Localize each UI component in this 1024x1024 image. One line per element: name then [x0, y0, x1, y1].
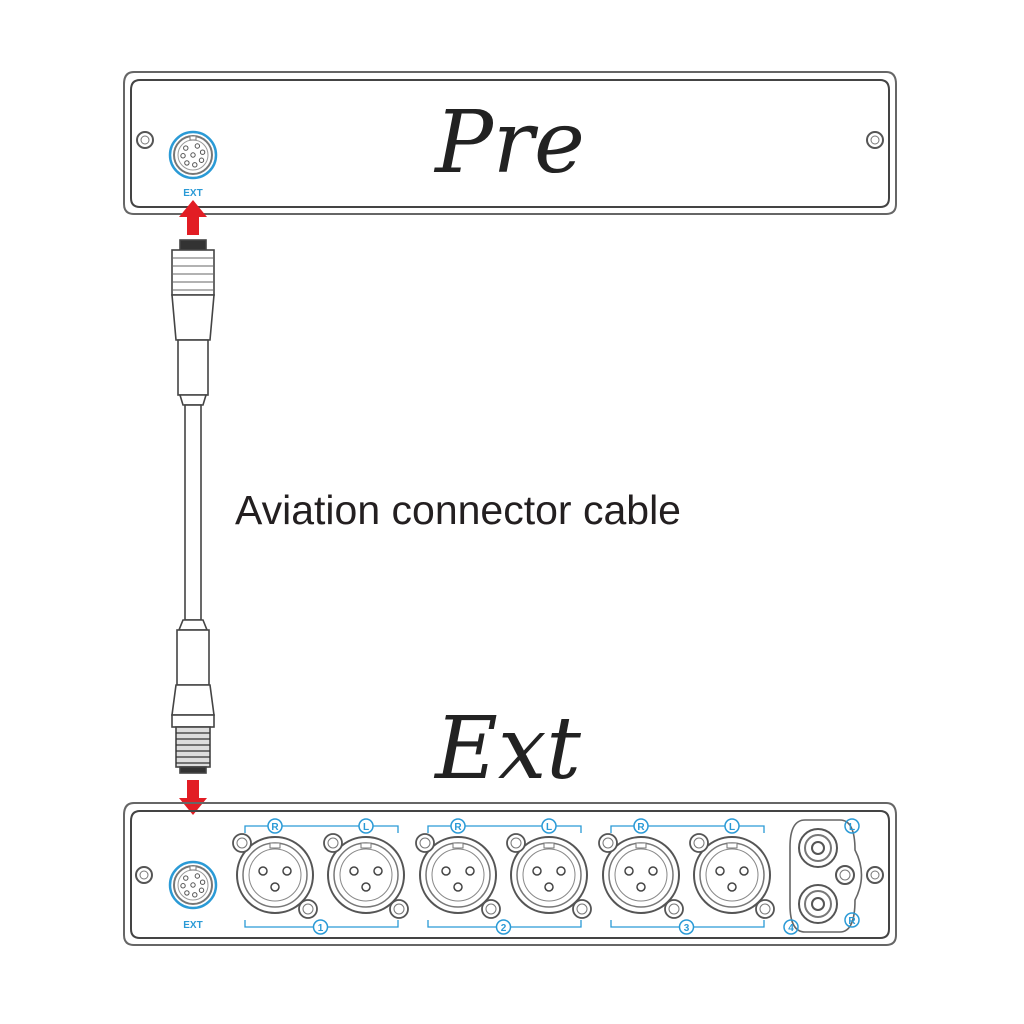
screw-icon	[389, 899, 409, 919]
ext-port-icon	[168, 860, 218, 910]
xlr-connector	[689, 833, 775, 919]
screw-icon	[298, 899, 318, 919]
svg-text:4: 4	[788, 923, 794, 934]
xlr-group-3: R L 3	[598, 818, 775, 935]
svg-text:L: L	[729, 822, 735, 833]
screw-icon	[664, 899, 684, 919]
svg-text:L: L	[363, 822, 369, 833]
svg-text:L: L	[849, 822, 855, 833]
pre-device-title: Pre	[433, 93, 585, 193]
svg-text:R: R	[454, 822, 462, 833]
xlr-group-2: R L 2	[415, 818, 592, 935]
xlr-channel-label-l: L	[724, 818, 740, 834]
screw-icon	[136, 131, 154, 149]
xlr-channel-label-r: R	[450, 818, 466, 834]
cable-caption: Aviation connector cable	[235, 487, 681, 533]
xlr-group-number: 2	[495, 919, 512, 935]
arrow-up-icon	[179, 200, 207, 235]
svg-text:R: R	[848, 916, 856, 927]
screw-icon	[866, 866, 884, 884]
xlr-group-1: R L 1	[232, 818, 409, 935]
xlr-channel-label-r: R	[633, 818, 649, 834]
ext-port-icon	[168, 130, 218, 180]
rca-group-number: 4	[783, 919, 799, 935]
screw-icon	[866, 131, 884, 149]
ext-port-label: EXT	[183, 920, 202, 931]
rca-plate: L R 4	[783, 818, 863, 935]
screw-icon	[835, 865, 855, 885]
xlr-channel-label-r: R	[267, 818, 283, 834]
xlr-channel-label-l: L	[358, 818, 374, 834]
screw-icon	[415, 833, 435, 853]
svg-text:3: 3	[684, 923, 690, 934]
screw-icon	[323, 833, 343, 853]
ext-device-title: Ext	[433, 699, 581, 799]
xlr-channel-label-l: L	[541, 818, 557, 834]
screw-icon	[689, 833, 709, 853]
xlr-group-number: 1	[312, 919, 329, 935]
xlr-group-number: 3	[678, 919, 695, 935]
pre-device-panel: EXT Pre	[123, 71, 897, 215]
svg-text:R: R	[637, 822, 645, 833]
rca-jack-left	[798, 828, 838, 868]
screw-icon	[481, 899, 501, 919]
svg-text:1: 1	[318, 923, 324, 934]
screw-icon	[506, 833, 526, 853]
arrow-down-icon	[179, 780, 207, 815]
rca-jack-right	[798, 884, 838, 924]
screw-icon	[598, 833, 618, 853]
rca-label-top: L	[844, 818, 860, 834]
xlr-connector	[598, 833, 684, 919]
screw-icon	[572, 899, 592, 919]
screw-icon	[755, 899, 775, 919]
ext-device-panel: EXT R L 1 R L 2 R L 3 L R 4	[123, 802, 897, 946]
xlr-connector	[415, 833, 501, 919]
screw-icon	[232, 833, 252, 853]
svg-text:R: R	[271, 822, 279, 833]
svg-text:2: 2	[501, 923, 507, 934]
screw-icon	[135, 866, 153, 884]
xlr-connector	[232, 833, 318, 919]
ext-port-label: EXT	[183, 188, 202, 199]
rca-label-bottom: R	[844, 912, 860, 928]
xlr-connector	[323, 833, 409, 919]
svg-text:L: L	[546, 822, 552, 833]
aviation-cable	[171, 239, 215, 774]
xlr-connector	[506, 833, 592, 919]
